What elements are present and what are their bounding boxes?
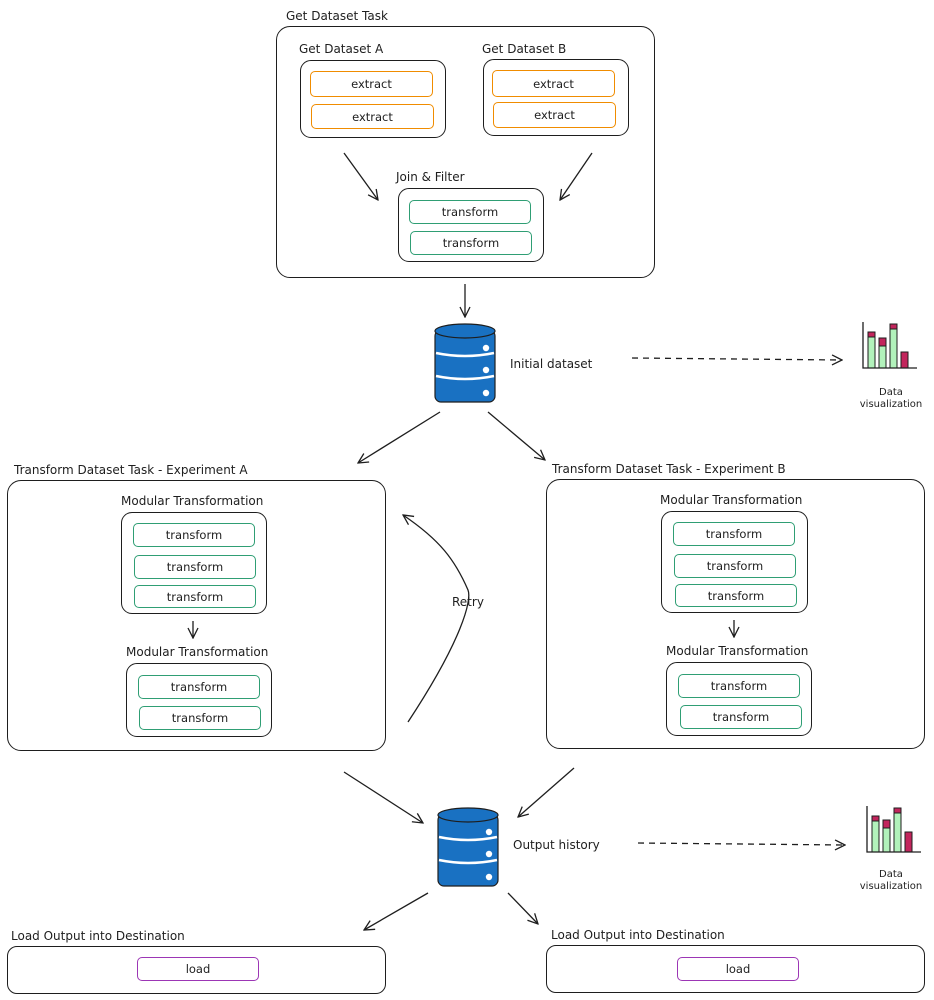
database-icon [437,807,499,887]
initial-dataset-label: Initial dataset [510,357,593,371]
load-step: load [677,957,799,981]
viz-caption-line1: Data [879,387,903,398]
transform-step: transform [134,555,256,579]
transform-step: transform [138,675,260,699]
arrow-initial-to-experiment-a [358,411,441,463]
dataset-b-group [483,59,629,136]
experiment-a-group2 [126,663,272,737]
extract-step: extract [310,71,433,97]
experiment-b-group2-title: Modular Transformation [666,644,809,658]
arrow-initial-to-experiment-b [487,411,545,460]
get-dataset-task-box [276,26,655,278]
join-filter-group [398,188,544,262]
get-dataset-task-title: Get Dataset Task [286,9,388,23]
bar-chart-icon [866,806,921,853]
transform-step: transform [674,554,796,578]
experiment-a-group1-title: Modular Transformation [121,494,264,508]
experiment-a-title: Transform Dataset Task - Experiment A [14,463,248,477]
experiment-b-group1-title: Modular Transformation [660,493,803,507]
arrow-experiment-a-to-output [343,771,423,823]
transform-step: transform [409,200,531,224]
database-icon [434,323,496,403]
transform-step: transform [410,231,532,255]
arrow-initial-to-viz [631,358,842,360]
transform-step: transform [673,522,795,546]
arrow-dataset-b-to-join [560,152,593,200]
dataset-b-title: Get Dataset B [482,42,567,56]
arrow-dataset-a-to-join [343,152,378,200]
arrow-output-to-viz [637,843,845,845]
experiment-b-title: Transform Dataset Task - Experiment B [552,462,786,476]
transform-step: transform [133,523,255,547]
load-a-title: Load Output into Destination [11,929,185,943]
viz-caption-initial: Data visualization [848,387,934,411]
load-a-box [7,946,386,994]
viz-caption-line1: Data [879,869,903,880]
experiment-a-group2-title: Modular Transformation [126,645,269,659]
retry-arrow [403,515,470,723]
retry-label: Retry [452,595,484,609]
experiment-a-box [7,480,386,751]
dataset-a-title: Get Dataset A [299,42,384,56]
transform-step: transform [678,674,800,698]
transform-step: transform [139,706,261,730]
viz-caption-output: Data visualization [848,869,934,893]
experiment-b-box [546,479,925,749]
dataset-a-group [300,60,446,138]
extract-step: extract [311,104,434,129]
arrow-experiment-b-to-output [518,767,575,817]
load-b-title: Load Output into Destination [551,928,725,942]
transform-step: transform [134,585,256,608]
load-b-box [546,945,925,993]
join-filter-title: Join & Filter [396,170,465,184]
viz-caption-line2: visualization [859,881,923,892]
experiment-b-group2 [666,662,812,736]
bar-chart-icon [862,322,917,369]
experiment-b-group1 [661,511,808,613]
arrow-output-to-load-b [507,892,538,924]
load-step: load [137,957,259,981]
extract-step: extract [492,70,615,97]
arrow-output-to-load-a [364,892,429,930]
extract-step: extract [493,102,616,128]
output-history-label: Output history [513,838,600,852]
transform-step: transform [675,584,797,607]
viz-caption-line2: visualization [859,399,923,410]
experiment-a-group1 [121,512,267,614]
transform-step: transform [680,705,802,729]
